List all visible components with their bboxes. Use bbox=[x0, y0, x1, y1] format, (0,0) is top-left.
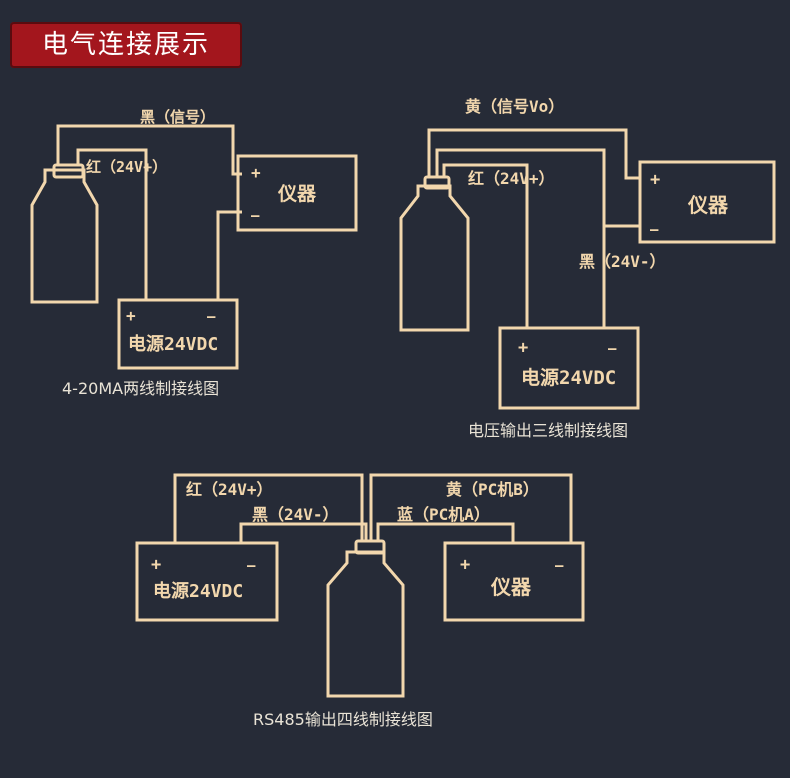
caption-2: 电压输出三线制接线图 bbox=[468, 421, 628, 440]
diagram-three-wire: 黄（信号Vo） 红（24V+） 黑（24V-） + — 仪器 + — 电源24V… bbox=[399, 97, 776, 440]
power-box-2 bbox=[498, 326, 640, 410]
sensor-2 bbox=[399, 184, 470, 332]
wire-pos-2 bbox=[435, 148, 606, 328]
sensor-1 bbox=[30, 168, 99, 304]
instrument-label-2: 仪器 bbox=[687, 193, 729, 217]
wire-label-neg-2: 黑（24V-） bbox=[579, 252, 666, 271]
diagram-two-wire: 黑（信号） 红（24V+） + — 仪器 + — 电源24VDC 4-20MA两… bbox=[30, 108, 358, 398]
instrument-minus-1: — bbox=[251, 208, 260, 224]
power-box-3 bbox=[135, 541, 279, 622]
wire-label-pos-1: 红（24V+） bbox=[86, 158, 167, 176]
wire-signal-1 bbox=[56, 124, 242, 176]
diagram-four-wire: 红（24V+） 黑（24V-） 黄（PC机B） 蓝（PC机A） + — 电源24… bbox=[135, 473, 585, 729]
instrument-box-3 bbox=[443, 541, 585, 622]
wire-signal-2 bbox=[427, 128, 640, 180]
power-label-2: 电源24VDC bbox=[521, 366, 616, 389]
power-plus-1: + bbox=[126, 306, 136, 325]
power-label-3: 电源24VDC bbox=[153, 580, 243, 602]
power-label-1: 电源24VDC bbox=[128, 333, 218, 355]
wire-a-3 bbox=[376, 522, 515, 543]
instrument-label-1: 仪器 bbox=[277, 183, 317, 205]
instrument-box-2 bbox=[638, 160, 776, 244]
instrument-box-1 bbox=[236, 154, 358, 232]
sensor-3 bbox=[326, 550, 405, 698]
power-plus-2: + bbox=[518, 338, 528, 358]
instrument-minus-2: — bbox=[650, 222, 659, 238]
wire-neg-2 bbox=[442, 163, 529, 328]
instrument-minus-3: — bbox=[555, 558, 564, 574]
caption-3: RS485输出四线制接线图 bbox=[253, 710, 433, 729]
instrument-label-3: 仪器 bbox=[490, 575, 532, 599]
wire-b-3 bbox=[369, 473, 573, 543]
instrument-plus-2: + bbox=[650, 170, 660, 190]
section-title: 电气连接展示 bbox=[41, 30, 210, 60]
wire-label-signal-2: 黄（信号Vo） bbox=[465, 97, 564, 116]
wire-pos-1 bbox=[76, 148, 148, 300]
wire-label-neg-3: 黑（24V-） bbox=[252, 505, 339, 524]
power-plus-3: + bbox=[151, 555, 161, 575]
instrument-plus-3: + bbox=[460, 555, 470, 575]
wire-neg-3 bbox=[239, 522, 368, 543]
wire-label-b-3: 黄（PC机B） bbox=[446, 480, 539, 499]
power-minus-2: — bbox=[608, 341, 617, 357]
sensor-1-cap bbox=[52, 163, 85, 179]
wire-label-signal-1: 黑（信号） bbox=[140, 108, 215, 126]
wire-label-pos-2: 红（24V+） bbox=[468, 169, 555, 188]
wire-return-1 bbox=[216, 210, 242, 300]
caption-1: 4-20MA两线制接线图 bbox=[62, 379, 219, 398]
section-header: 电气连接展示 bbox=[10, 22, 242, 68]
power-minus-1: — bbox=[207, 309, 216, 325]
wire-label-a-3: 蓝（PC机A） bbox=[397, 505, 490, 524]
power-box-1 bbox=[117, 298, 239, 370]
wire-pos-3 bbox=[173, 473, 364, 543]
power-minus-3: — bbox=[247, 558, 256, 574]
wire-label-pos-3: 红（24V+） bbox=[186, 480, 273, 499]
instrument-plus-1: + bbox=[251, 163, 261, 182]
